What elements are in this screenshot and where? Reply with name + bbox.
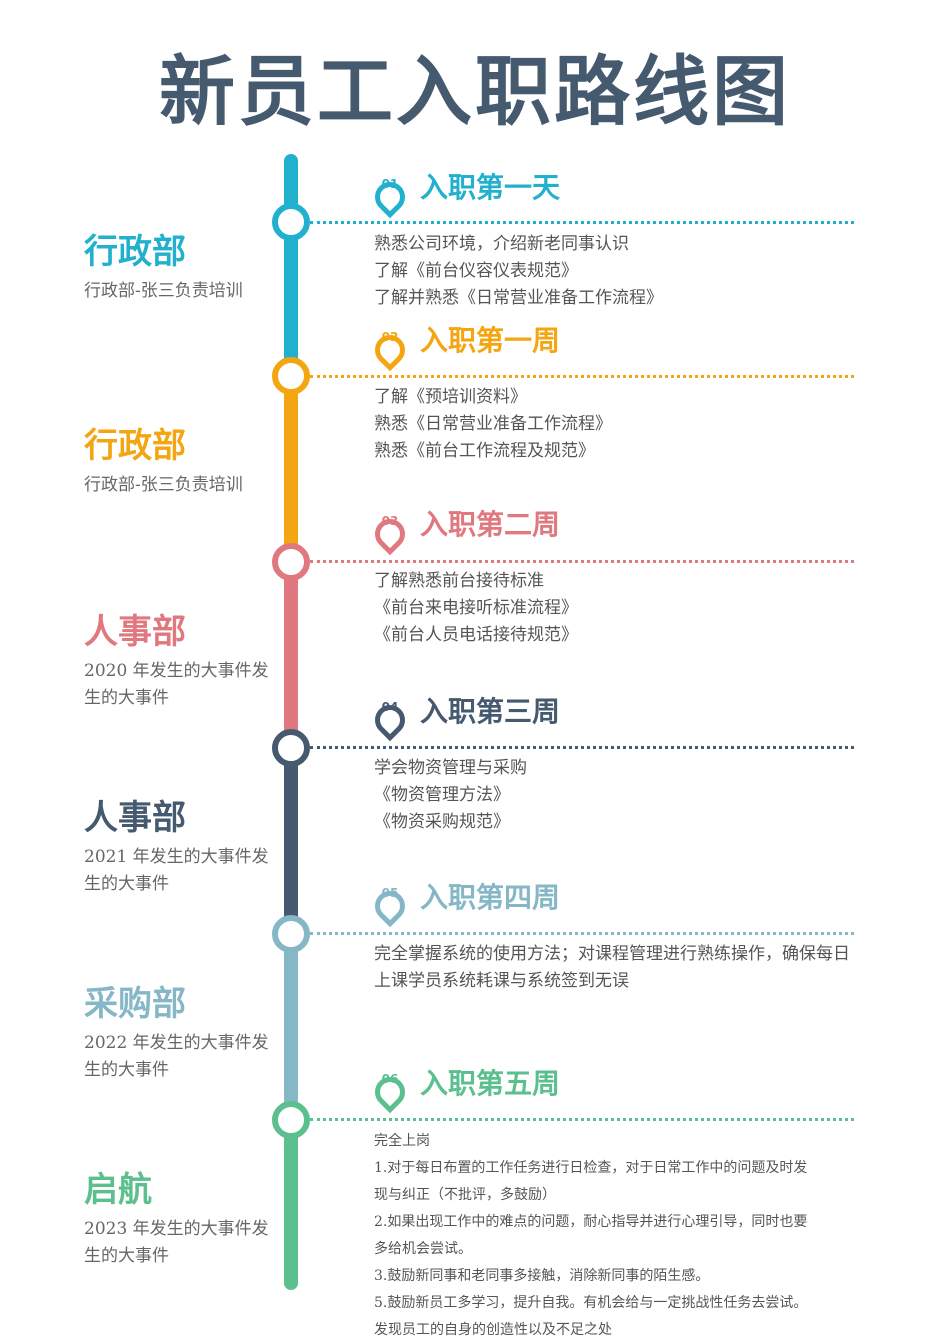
timeline-node-4 (272, 729, 310, 767)
list-item: 了解《前台仪容仪表规范》 (374, 261, 578, 281)
list-item: 2.如果出现工作中的难点的问题，耐心指导并进行心理引导，同时也要 (374, 1214, 808, 1230)
list-item: 熟悉《前台工作流程及规范》 (374, 441, 595, 461)
department-name-5: 采购部 (84, 984, 186, 1024)
list-item: 学会物资管理与采购 (374, 758, 527, 778)
dotted-divider-5 (310, 932, 854, 935)
step-items-4: 学会物资管理与采购 《物资管理方法》 《物资采购规范》 (374, 755, 527, 836)
list-item: 了解《预培训资料》 (374, 387, 527, 407)
step-number-3: 03 (381, 514, 399, 528)
timeline-segment-3 (284, 562, 298, 748)
department-name-2: 行政部 (84, 426, 186, 466)
list-item: 完全上岗 (374, 1133, 430, 1149)
timeline-segment-4 (284, 748, 298, 934)
list-item: 1.对于每日布置的工作任务进行日检查，对于日常工作中的问题及时发 (374, 1160, 808, 1176)
department-name-6: 启航 (84, 1170, 152, 1210)
step-number-2: 02 (381, 330, 399, 344)
department-desc-6: 2023 年发生的大事件发生的大事件 (84, 1219, 269, 1266)
department-name-3: 人事部 (84, 612, 186, 652)
list-item: 《物资采购规范》 (374, 812, 510, 832)
list-item: 熟悉《日常营业准备工作流程》 (374, 414, 612, 434)
timeline-node-1 (272, 203, 310, 241)
step-number-5: 05 (381, 886, 399, 900)
list-item: 多给机会尝试。 (374, 1241, 472, 1257)
step-number-4: 04 (381, 700, 399, 714)
department-name-1: 行政部 (84, 232, 186, 272)
list-item: 了解并熟悉《日常营业准备工作流程》 (374, 288, 663, 308)
step-items-6: 完全上岗 1.对于每日布置的工作任务进行日检查，对于日常工作中的问题及时发 现与… (374, 1128, 807, 1344)
department-desc-5: 2022 年发生的大事件发生的大事件 (84, 1033, 269, 1080)
timeline-node-5 (272, 915, 310, 953)
list-item: 现与纠正（不批评，多鼓励） (374, 1187, 556, 1203)
timeline-node-3 (272, 543, 310, 581)
page-title: 新员工入职路线图 (159, 47, 791, 136)
step-text-5: 完全掌握系统的使用方法；对课程管理进行熟练操作，确保每日上课学员系统耗课与系统签… (374, 944, 850, 991)
list-item: 了解熟悉前台接待标准 (374, 571, 544, 591)
timeline-node-6 (272, 1101, 310, 1139)
department-desc-2: 行政部-张三负责培训 (84, 475, 243, 495)
list-item: 5.鼓励新员工多学习，提升自我。有机会给与一定挑战性任务去尝试。 (374, 1295, 808, 1311)
step-title-6: 入职第五周 (420, 1067, 561, 1100)
department-desc-4: 2021 年发生的大事件发生的大事件 (84, 847, 269, 894)
step-items-1: 熟悉公司环境，介绍新老同事认识 了解《前台仪容仪表规范》 了解并熟悉《日常营业准… (374, 231, 663, 312)
step-number-1: 01 (381, 177, 399, 191)
timeline-segment-5 (284, 934, 298, 1120)
dotted-divider-1 (310, 221, 854, 224)
step-title-5: 入职第四周 (420, 881, 561, 914)
dotted-divider-3 (310, 560, 854, 563)
timeline-segment-1 (284, 154, 298, 376)
step-title-1: 入职第一天 (420, 171, 561, 204)
step-title-3: 入职第二周 (420, 508, 561, 541)
timeline-segment-6 (284, 1120, 298, 1290)
dotted-divider-2 (310, 375, 854, 378)
list-item: 《前台人员电话接待规范》 (374, 625, 578, 645)
department-desc-1: 行政部-张三负责培训 (84, 281, 243, 301)
department-desc-3: 2020 年发生的大事件发生的大事件 (84, 661, 269, 708)
list-item: 熟悉公司环境，介绍新老同事认识 (374, 234, 629, 254)
step-number-6: 06 (381, 1072, 399, 1086)
list-item: 发现员工的自身的创造性以及不足之处 (374, 1322, 612, 1338)
dotted-divider-6 (310, 1118, 854, 1121)
timeline-segment-2 (284, 376, 298, 562)
step-title-2: 入职第一周 (420, 324, 561, 357)
dotted-divider-4 (310, 746, 854, 749)
step-items-3: 了解熟悉前台接待标准 《前台来电接听标准流程》 《前台人员电话接待规范》 (374, 568, 578, 649)
step-title-4: 入职第三周 (420, 695, 561, 728)
department-name-4: 人事部 (84, 798, 186, 838)
step-items-2: 了解《预培训资料》 熟悉《日常营业准备工作流程》 熟悉《前台工作流程及规范》 (374, 384, 612, 465)
list-item: 《物资管理方法》 (374, 785, 510, 805)
list-item: 3.鼓励新同事和老同事多接触，消除新同事的陌生感。 (374, 1268, 710, 1284)
timeline-node-2 (272, 357, 310, 395)
list-item: 《前台来电接听标准流程》 (374, 598, 578, 618)
